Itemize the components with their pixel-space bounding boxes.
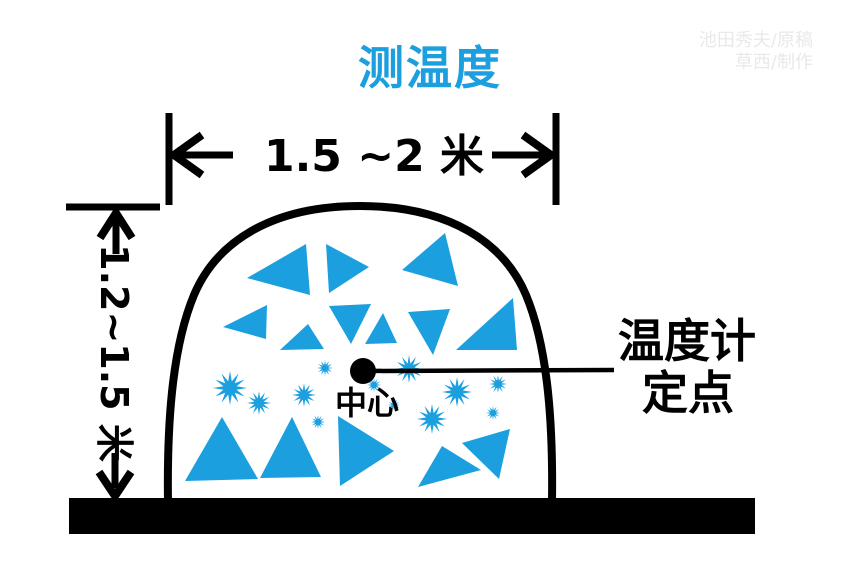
material-triangle	[185, 417, 258, 481]
material-star	[489, 375, 507, 393]
width-dimension: 1.5 ~2 米	[165, 113, 560, 205]
material-triangle	[260, 417, 321, 478]
material-star	[292, 383, 316, 407]
material-triangle	[462, 429, 510, 479]
height-dimension: 1.2~1.5 米	[66, 203, 160, 504]
material-triangle	[247, 244, 310, 295]
arrow-left-icon	[167, 131, 233, 179]
material-star	[311, 415, 325, 429]
pointer-line	[365, 367, 615, 374]
watermark: 池田秀夫/原稿 草西/制作	[699, 30, 813, 73]
thermometer-label-line-2: 定点	[642, 366, 734, 420]
material-star	[247, 391, 271, 415]
material-star	[317, 360, 333, 376]
material-triangle	[365, 313, 397, 344]
material-triangle	[338, 416, 394, 486]
arrow-up-icon	[96, 205, 136, 254]
material-star	[417, 404, 447, 434]
material-triangle	[280, 324, 324, 350]
arrow-down-icon	[95, 453, 135, 504]
height-dimension-label: 1.2~1.5 米	[92, 244, 136, 462]
material-star	[486, 406, 500, 420]
watermark-line-2: 草西/制作	[735, 52, 813, 73]
thermometer-label-line-1: 温度计	[618, 314, 756, 368]
material-triangle	[456, 298, 517, 350]
material-star	[388, 399, 400, 411]
material-triangle	[408, 309, 450, 355]
pile-contents	[185, 233, 517, 487]
center-marker: 中心	[335, 358, 615, 422]
material-triangle	[418, 446, 481, 487]
material-star	[367, 378, 381, 392]
material-star	[213, 371, 247, 405]
page-title: 测温度	[358, 41, 502, 95]
material-triangle	[402, 233, 458, 286]
ground-bar	[69, 498, 755, 534]
material-triangle	[329, 304, 371, 344]
center-dot	[350, 358, 376, 384]
center-label: 中心	[335, 384, 399, 422]
material-star	[442, 377, 472, 407]
material-triangle	[223, 305, 267, 339]
width-dimension-label: 1.5 ~2 米	[264, 131, 484, 182]
watermark-line-1: 池田秀夫/原稿	[699, 30, 813, 51]
thermometer-label: 温度计 定点	[618, 314, 756, 420]
arrow-right-icon	[492, 131, 558, 179]
material-triangle	[326, 244, 369, 293]
